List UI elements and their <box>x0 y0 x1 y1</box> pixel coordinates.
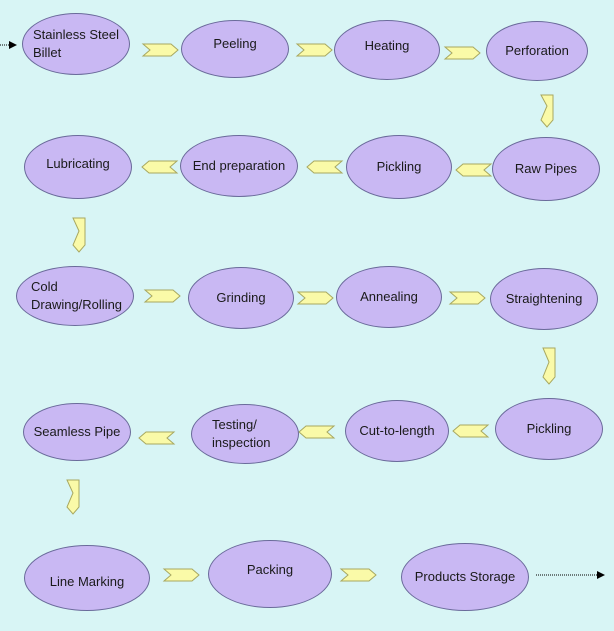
step-label: Testing/ inspection <box>212 417 271 450</box>
flow-arrow-right <box>162 568 200 582</box>
step-grinding: Grinding <box>188 267 294 329</box>
step-label: Heating <box>364 38 410 53</box>
step-label: Grinding <box>216 290 266 305</box>
step-label: Cold Drawing/Rolling <box>31 279 123 312</box>
step-label: Packing <box>246 562 294 577</box>
step-stainless-steel-billet: Stainless Steel Billet <box>22 13 130 75</box>
flow-arrow-left <box>298 425 336 439</box>
flow-arrow-right <box>339 568 377 582</box>
step-straightening: Straightening <box>490 268 598 330</box>
step-packing: Packing <box>208 540 332 608</box>
step-label: Products Storage <box>414 569 516 584</box>
flow-arrow-right <box>141 43 179 57</box>
step-label: Straightening <box>505 291 583 306</box>
step-label: Lubricating <box>46 156 110 171</box>
flow-arrow-right <box>143 289 181 303</box>
step-label: Annealing <box>360 289 418 304</box>
step-testing-inspection: Testing/ inspection <box>191 404 299 464</box>
flow-arrow-down <box>542 347 556 385</box>
step-lubricating: Lubricating <box>24 135 132 199</box>
step-end-preparation: End preparation <box>180 135 298 197</box>
flow-arrow-left <box>455 163 493 177</box>
step-label: End preparation <box>192 158 286 173</box>
flow-arrow-down <box>66 479 80 515</box>
flow-arrow-right <box>443 46 481 60</box>
step-label: Perforation <box>505 43 569 58</box>
step-products-storage: Products Storage <box>401 543 529 611</box>
step-cold-drawing-rolling: Cold Drawing/Rolling <box>16 266 134 326</box>
step-pickling-1: Pickling <box>346 135 452 199</box>
flow-arrow-right <box>295 43 333 57</box>
step-perforation: Perforation <box>486 21 588 81</box>
flow-arrow-down <box>540 94 554 128</box>
flow-arrow-right <box>448 291 486 305</box>
step-label: Line Marking <box>49 574 125 589</box>
step-annealing: Annealing <box>336 266 442 328</box>
flow-arrow-left <box>452 424 490 438</box>
step-heating: Heating <box>334 20 440 80</box>
step-cut-to-length: Cut-to-length <box>345 400 449 462</box>
step-label: Seamless Pipe <box>33 424 121 439</box>
step-peeling: Peeling <box>181 20 289 78</box>
step-label: Stainless Steel Billet <box>33 27 119 60</box>
flow-arrow-left <box>141 160 179 174</box>
flow-arrow-right <box>296 291 334 305</box>
step-label: Pickling <box>376 159 422 174</box>
step-label: Cut-to-length <box>359 423 435 438</box>
flow-arrow-down <box>72 217 86 253</box>
flow-arrow-left <box>138 431 176 445</box>
step-label: Peeling <box>213 36 257 51</box>
step-label: Pickling <box>526 421 572 436</box>
step-label: Raw Pipes <box>514 161 578 176</box>
step-seamless-pipe: Seamless Pipe <box>23 403 131 461</box>
step-line-marking: Line Marking <box>24 545 150 611</box>
step-pickling-2: Pickling <box>495 398 603 460</box>
flow-arrow-left <box>306 160 344 174</box>
step-raw-pipes: Raw Pipes <box>492 137 600 201</box>
